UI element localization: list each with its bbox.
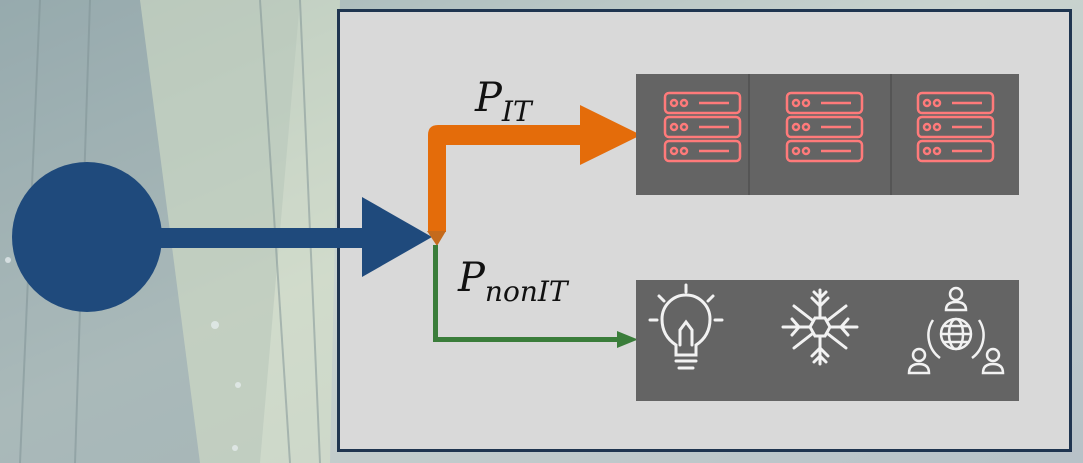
lightbulb-icon bbox=[648, 283, 724, 370]
input-power-arrow bbox=[150, 197, 432, 277]
server-rack-icon bbox=[785, 91, 864, 163]
nonit-power-label: PnonIT bbox=[458, 258, 568, 306]
nonit-power-subscript: nonIT bbox=[484, 275, 568, 308]
snowflake-icon bbox=[781, 288, 859, 366]
nonit-power-symbol: P bbox=[458, 255, 485, 301]
branch-junction bbox=[427, 231, 446, 246]
it-power-label: PIT bbox=[475, 78, 532, 126]
nonit-power-arrow bbox=[433, 245, 638, 348]
server-rack-icon bbox=[663, 91, 742, 163]
it-power-subscript: IT bbox=[501, 95, 532, 128]
server-rack-icon bbox=[916, 91, 995, 163]
it-power-arrow bbox=[428, 105, 641, 232]
it-power-symbol: P bbox=[475, 75, 502, 121]
power-source-node bbox=[12, 162, 162, 312]
people-network-icon bbox=[907, 286, 1005, 375]
